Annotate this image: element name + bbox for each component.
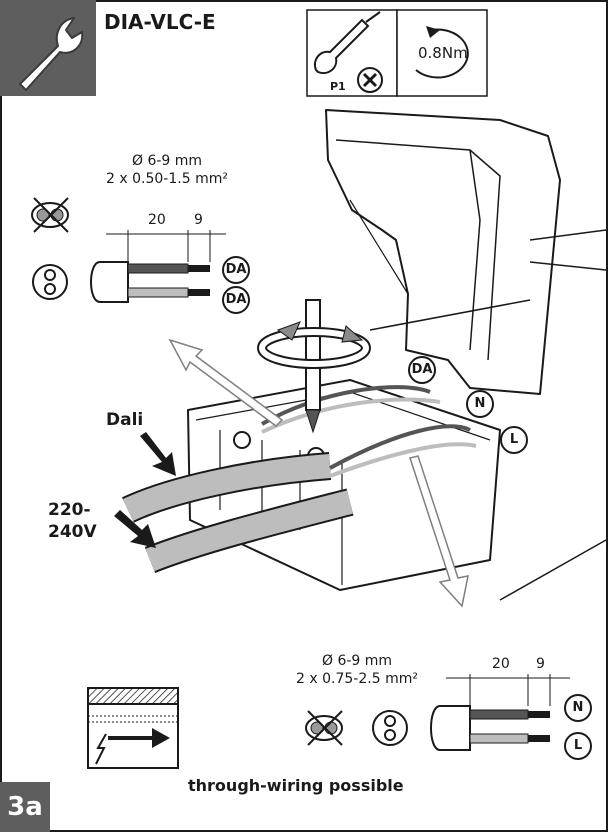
wrench-icon xyxy=(0,0,96,96)
screwdriver-icon xyxy=(306,9,398,97)
bottom-strip-length-2: 9 xyxy=(536,656,545,672)
device-terminal-da: DA xyxy=(408,356,436,384)
bottom-cross-section: 2 x 0.75-2.5 mm² xyxy=(296,671,418,687)
round-cable-icon-bottom xyxy=(372,710,408,746)
bottom-diameter: Ø 6-9 mm xyxy=(321,653,393,669)
top-cable-spec: Ø 6-9 mm 2 x 0.50-1.5 mm² xyxy=(82,152,252,188)
down-right-arrow-icon xyxy=(409,455,469,608)
bottom-cable-spec: Ø 6-9 mm 2 x 0.75-2.5 mm² xyxy=(262,652,452,688)
stripped-cable-bottom xyxy=(430,674,570,751)
top-diameter: Ø 6-9 mm xyxy=(131,153,203,169)
terminal-da-1: DA xyxy=(222,256,250,284)
dali-label: Dali xyxy=(106,410,144,430)
round-cable-icon xyxy=(32,264,68,300)
device-terminal-n: N xyxy=(466,390,494,418)
terminal-n-bottom: N xyxy=(564,694,592,722)
through-wiring-icon xyxy=(87,687,179,769)
step-number: 3a xyxy=(0,782,50,832)
no-two-core-cable-icon-bottom xyxy=(305,710,343,746)
through-wiring-label: through-wiring possible xyxy=(188,776,404,795)
screwdriver-size-label: P1 xyxy=(330,80,346,93)
torque-icon xyxy=(396,9,488,97)
top-strip-length-1: 20 xyxy=(148,212,166,228)
terminal-cover xyxy=(325,109,561,395)
screw-left xyxy=(233,431,251,449)
device-terminal-l: L xyxy=(500,426,528,454)
torque-label: 0.8Nm xyxy=(418,44,468,62)
mains-arrow-icon xyxy=(114,510,156,548)
stripped-cable-top xyxy=(90,230,226,303)
housing-outline xyxy=(369,229,607,601)
terminal-da-2: DA xyxy=(222,286,250,314)
rotate-arrow-icon xyxy=(257,321,371,369)
dali-arrow-icon xyxy=(140,432,176,476)
up-left-arrow-icon xyxy=(168,338,284,427)
terminal-l-bottom: L xyxy=(564,732,592,760)
dali-cable xyxy=(121,385,441,523)
no-two-core-cable-icon xyxy=(31,197,69,233)
bottom-strip-length-1: 20 xyxy=(492,656,510,672)
top-strip-length-2: 9 xyxy=(194,212,203,228)
mains-label-line1: 220- xyxy=(48,500,91,520)
top-cross-section: 2 x 0.50-1.5 mm² xyxy=(106,171,228,187)
mains-label-line2: 240V xyxy=(48,522,97,542)
product-title: DIA-VLC-E xyxy=(104,10,216,34)
mains-cable xyxy=(144,424,477,574)
